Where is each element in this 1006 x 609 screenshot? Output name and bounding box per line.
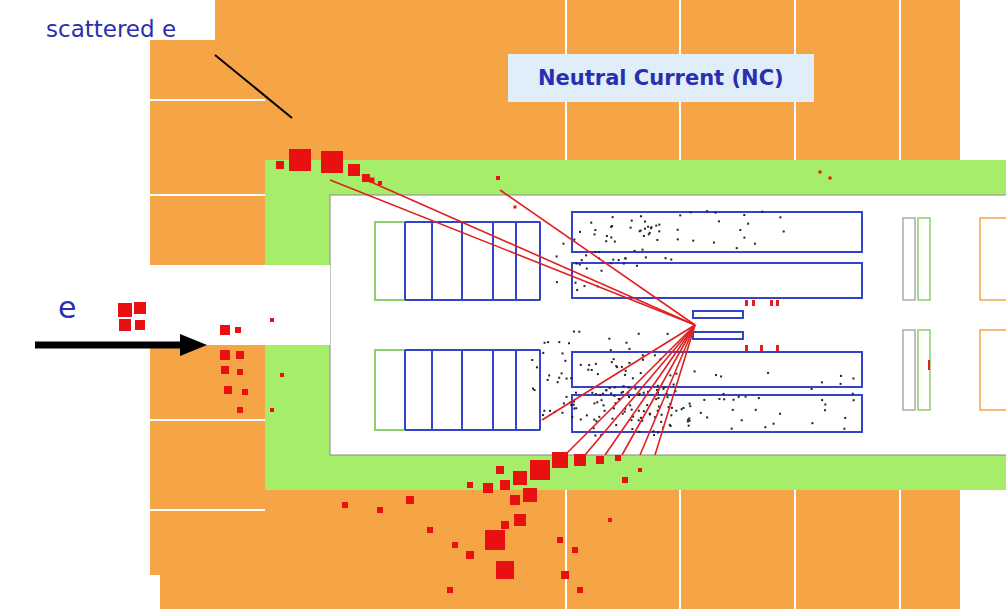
rear-tracker [903, 218, 1006, 410]
particle-label: scattered e [46, 16, 176, 42]
particle-tracks [330, 178, 695, 455]
small-hits [745, 300, 930, 370]
title-box: Neutral Current (NC) [508, 54, 814, 102]
leader-line [215, 55, 292, 118]
central-tracker [572, 212, 862, 432]
beam-label: e [58, 290, 76, 325]
box-title: Neutral Current (NC) [538, 66, 784, 90]
beam-arrow [35, 334, 207, 356]
inner-volume [0, 195, 1006, 455]
energy-deposits [118, 149, 832, 593]
